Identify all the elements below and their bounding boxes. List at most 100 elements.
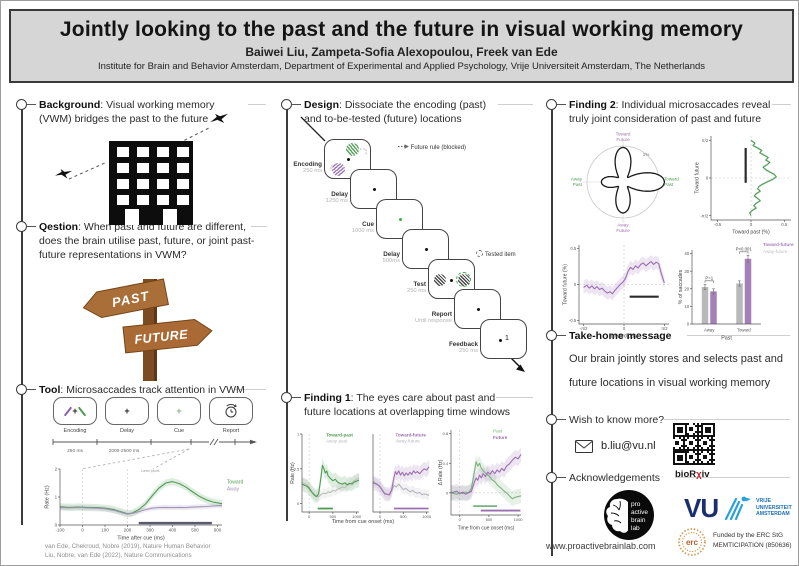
vu-logo-text: VU <box>684 493 719 523</box>
contact-email[interactable]: b.liu@vu.nl <box>601 440 656 452</box>
section-tool-title: Tool <box>39 384 61 396</box>
svg-text:500: 500 <box>191 528 199 533</box>
section-finding1: Finding 1: The eyes care about past and … <box>304 391 514 419</box>
svg-text:Away-past: Away-past <box>326 439 348 444</box>
section-ack-title: Acknowledgements <box>569 472 661 484</box>
lab-url[interactable]: www.proactivebrainlab.com <box>546 541 656 551</box>
svg-text:1000: 1000 <box>352 514 362 519</box>
svg-text:1%: 1% <box>643 152 650 157</box>
svg-text:Away: Away <box>617 223 629 228</box>
svg-text:0: 0 <box>297 501 300 506</box>
timeline-node <box>545 329 557 341</box>
svg-text:0.5: 0.5 <box>570 246 576 251</box>
bird-icon <box>210 113 228 123</box>
svg-text:Away: Away <box>704 327 715 332</box>
svg-text:0.5: 0.5 <box>781 222 787 227</box>
svg-text:0: 0 <box>687 322 690 327</box>
building-icon <box>109 141 193 225</box>
timeline-node <box>280 98 292 110</box>
section-finding2-text: : Individual microsaccades reveal truly … <box>569 99 771 126</box>
section-design-title: Design <box>304 99 340 111</box>
svg-text:0: 0 <box>706 176 709 181</box>
dashed-arrow-icon <box>398 144 409 149</box>
section-finding2-title: Finding 2 <box>569 99 616 111</box>
finding1-shared-xlabel: Time from cue onset (ms) <box>331 519 395 525</box>
svg-text:0.4: 0.4 <box>443 461 449 466</box>
tool-panel-label: Cue <box>173 428 185 434</box>
svg-text:-100: -100 <box>55 528 65 533</box>
svg-text:20: 20 <box>684 286 689 291</box>
svg-text:Away: Away <box>571 177 583 182</box>
tool-panel-encoding: + <box>53 397 97 425</box>
lab-logo-line: brain <box>631 517 646 524</box>
reference-2: Liu, Nobre, van Ede (2022), Nature Commu… <box>45 552 192 560</box>
section-finding2: Finding 2: Individual microsaccades reve… <box>569 98 777 126</box>
timeline-middle <box>286 101 288 521</box>
svg-text:0: 0 <box>308 514 311 519</box>
svg-text:0: 0 <box>750 222 753 227</box>
cascade-panel-feedback: 1 <box>480 319 527 359</box>
brain-icon <box>606 498 628 533</box>
lab-logo-line: pro <box>631 501 641 508</box>
svg-text:250 ms: 250 ms <box>67 448 83 454</box>
svg-text:30: 30 <box>684 269 689 274</box>
section-background-title: Background <box>39 99 101 111</box>
svg-text:1: 1 <box>55 495 58 500</box>
svg-text:% of saccades: % of saccades <box>678 269 684 304</box>
svg-text:Toward past: Toward past <box>610 334 639 340</box>
poster-header: Jointly looking to the past and the futu… <box>9 9 794 83</box>
signpost-future-sign: FUTURE <box>122 318 213 354</box>
svg-text:-0.5: -0.5 <box>714 222 722 227</box>
section-design: Design: Dissociate the encoding (past) a… <box>304 98 504 126</box>
section-more: Wish to know more? <box>569 413 664 427</box>
svg-text:500: 500 <box>486 517 493 522</box>
section-background: Background: Visual working memory (VWM) … <box>39 98 245 126</box>
svg-text:P=1: P=1 <box>705 275 713 280</box>
tool-panel-label: Delay <box>119 428 135 434</box>
svg-text:Rate (Hz): Rate (Hz) <box>45 485 51 509</box>
future-rule-text: Future rule (blocked) <box>410 145 467 151</box>
svg-text:0.5: 0.5 <box>294 466 300 471</box>
svg-text:π/2: π/2 <box>661 326 668 331</box>
svg-text:2000-2500 ms: 2000-2500 ms <box>109 448 140 454</box>
svg-text:Toward: Toward <box>616 132 631 137</box>
legend-toward-future: Toward-future <box>763 242 794 247</box>
timeline-node <box>15 383 27 395</box>
svg-text:Away: Away <box>227 486 240 492</box>
building-birds-illustration <box>55 113 228 225</box>
svg-text:Past: Past <box>493 429 503 434</box>
svg-text:0: 0 <box>459 517 462 522</box>
bird-icon <box>55 169 73 179</box>
svg-text:Toward: Toward <box>664 177 679 182</box>
svg-text:500: 500 <box>400 514 407 519</box>
signpost-past-label: PAST <box>111 288 151 310</box>
tool-timeline: 250 ms 2000-2500 ms <box>52 438 257 454</box>
future-rule-note: Future rule (blocked) <box>398 143 468 153</box>
section-question: Qestion: When past and future are differ… <box>39 220 255 262</box>
svg-text:10: 10 <box>684 304 689 309</box>
legend-away-future: Away-future <box>763 249 788 255</box>
section-tool: Tool: Microsaccades track attention in V… <box>39 383 259 397</box>
svg-text:1: 1 <box>297 432 300 437</box>
svg-text:0: 0 <box>81 528 84 533</box>
timeline-right <box>551 101 553 556</box>
tool-panel-cue: + <box>157 397 201 425</box>
tool-panel-label: Encoding <box>63 428 87 434</box>
svg-text:π/2: π/2 <box>702 138 709 143</box>
timeline-node <box>545 471 557 483</box>
tool-zoom-lines <box>80 448 190 470</box>
svg-text:Future: Future <box>493 435 508 440</box>
lab-logo-line: lab <box>631 525 640 532</box>
svg-text:0: 0 <box>379 514 382 519</box>
svg-text:600: 600 <box>214 528 222 533</box>
erc-funding-text: Funded by the ERC StG MEMTICIPATION (850… <box>713 532 792 549</box>
erc-logo: erc <box>678 528 706 556</box>
svg-text:0: 0 <box>574 282 577 287</box>
